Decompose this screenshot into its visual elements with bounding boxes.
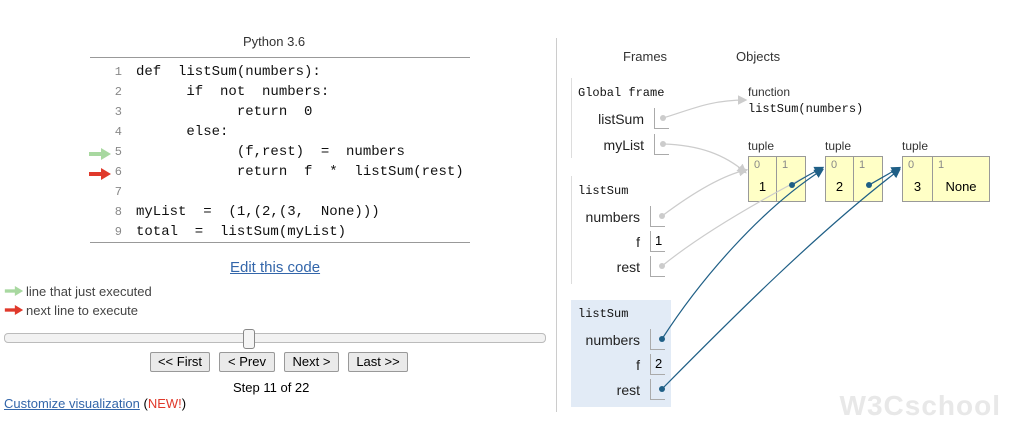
line-number: 6 (114, 165, 122, 179)
line-number: 1 (114, 65, 122, 79)
global-var-mylist: myList (603, 137, 644, 153)
new-paren-open: ( (143, 396, 148, 411)
global-var-listsum-cell (654, 108, 669, 129)
next-line-arrow-icon (89, 168, 111, 180)
frame2-var-f-cell: 2 (650, 354, 665, 375)
code-line-5: 5 (f,rest) = numbers (100, 143, 480, 163)
frame1-var-rest: rest (616, 259, 640, 275)
code-text: return f * listSum(rest) (136, 164, 464, 180)
code-line-2: 2 if not numbers: (100, 83, 480, 103)
frame2-var-numbers-cell (650, 329, 665, 350)
pointer-frame2-rest (659, 168, 901, 392)
line-number: 8 (114, 205, 122, 219)
customize-visualization-link[interactable]: Customize visualization (4, 396, 140, 411)
code-line-1: 1 def listSum(numbers): (100, 63, 480, 83)
code-text: return 0 (136, 104, 313, 120)
global-var-mylist-cell (654, 134, 669, 155)
objects-header: Objects (736, 49, 781, 64)
prev-button[interactable]: < Prev (219, 352, 275, 372)
legend-next-arrow-icon (4, 305, 24, 315)
first-button[interactable]: << First (150, 352, 210, 372)
line-number: 4 (114, 125, 122, 139)
code-bottom-rule (90, 242, 470, 243)
code-line-6: 6 return f * listSum(rest) (100, 163, 480, 183)
frame2-var-rest-cell (650, 379, 665, 400)
edit-code-link[interactable]: Edit this code (230, 259, 321, 276)
frame2-title: listSum (578, 307, 629, 321)
frame2-var-rest: rest (616, 382, 640, 398)
frame2-var-numbers: numbers (585, 332, 640, 348)
code-line-8: 8 myList = (1,(2,(3, None))) (100, 203, 480, 223)
pointer-global-listsum (660, 95, 748, 121)
code-top-rule (90, 57, 470, 58)
listsum-frame-1 (571, 176, 672, 284)
legend-next-label: next line to execute (26, 303, 139, 318)
pointer-frame1-numbers (659, 166, 749, 219)
executed-line-arrow-icon (89, 148, 111, 160)
tuple-0-label: tuple (748, 139, 775, 153)
tuple-2-label: tuple (902, 139, 929, 153)
frame1-var-rest-cell (650, 256, 665, 277)
function-object-signature: listSum(numbers) (748, 102, 864, 116)
frame1-var-f: f (636, 234, 640, 250)
code-text: else: (136, 124, 229, 140)
tuple-1-label: tuple (825, 139, 852, 153)
code-text: if not numbers: (136, 84, 330, 100)
frame1-var-f-cell: 1 (650, 231, 665, 252)
line-number: 2 (114, 85, 122, 99)
code-line-7: 7 (100, 183, 480, 203)
step-counter: Step 11 of 22 (233, 380, 310, 395)
last-button[interactable]: Last >> (348, 352, 408, 372)
frame2-var-f: f (636, 357, 640, 373)
customize-row: Customize visualization (NEW!) (4, 396, 186, 411)
new-paren-close: ) (181, 396, 187, 411)
global-frame (571, 78, 672, 158)
code-text: total = listSum(myList) (136, 224, 347, 240)
frames-header: Frames (623, 49, 668, 64)
line-number: 3 (114, 105, 122, 119)
code-line-9: 9 total = listSum(myList) (100, 223, 480, 243)
step-slider-track[interactable] (4, 333, 546, 343)
frame1-title: listSum (578, 184, 629, 198)
pointer-global-mylist (660, 141, 747, 174)
code-text: myList = (1,(2,(3, None))) (136, 204, 380, 220)
code-line-4: 4 else: (100, 123, 480, 143)
global-var-listsum: listSum (598, 111, 644, 127)
new-badge: NEW! (147, 396, 182, 411)
panel-divider (556, 38, 557, 412)
code-text: def listSum(numbers): (136, 64, 321, 80)
tuple-0-cell-1: 1 (782, 159, 789, 171)
next-button[interactable]: Next > (284, 352, 339, 372)
global-frame-title: Global frame (578, 86, 665, 100)
code-text: (f,rest) = numbers (136, 144, 405, 160)
code-line-3: 3 return 0 (100, 103, 480, 123)
legend-executed-label: line that just executed (26, 284, 152, 299)
tuple-1-cell-1: 1 (859, 159, 866, 171)
frame1-var-numbers: numbers (585, 209, 640, 225)
frame1-var-numbers-cell (650, 206, 665, 227)
listsum-frame-2 (571, 300, 671, 407)
language-label: Python 3.6 (243, 34, 306, 49)
legend-executed-arrow-icon (4, 286, 24, 296)
line-number: 5 (114, 145, 122, 159)
line-number: 7 (114, 185, 122, 199)
watermark-logo: W3Cschool (839, 390, 1001, 421)
line-number: 9 (114, 225, 122, 239)
function-object-label: function (748, 85, 791, 99)
step-slider-handle[interactable] (243, 329, 255, 349)
